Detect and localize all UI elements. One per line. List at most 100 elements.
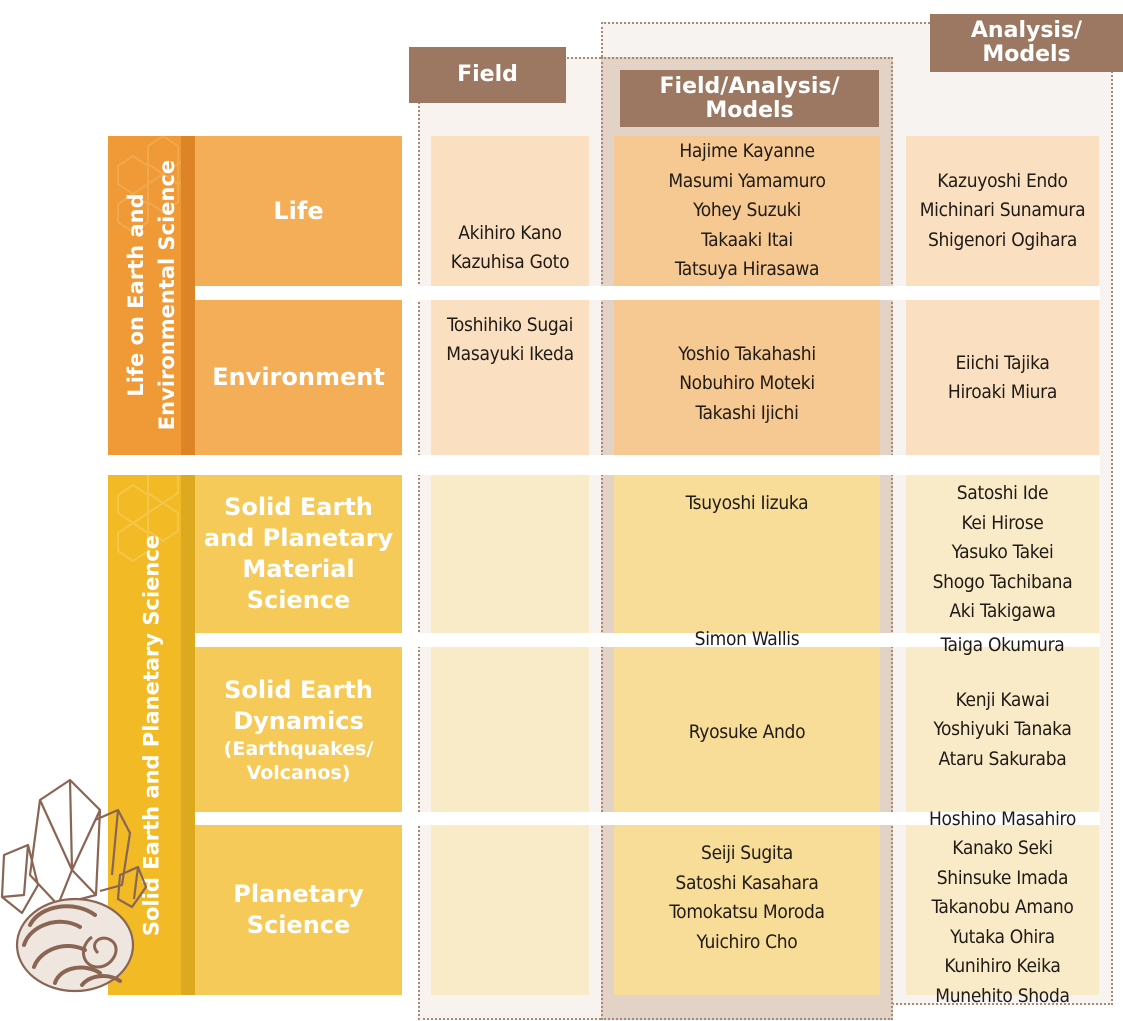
crystal-ammonite-illustration-icon — [0, 778, 148, 993]
name-kazuhisa-goto: Kazuhisa Goto — [450, 251, 570, 273]
name-ryosuke-ando: Ryosuke Ando — [688, 721, 806, 744]
header-field-analysis-models: Field/Analysis/ Models — [620, 70, 879, 127]
name-kunihiro-keika: Kunihiro Keika — [944, 955, 1061, 978]
name-shinsuke-imada: Shinsuke Imada — [936, 866, 1069, 889]
am-names-dynamics: Kenji Kawai Yoshiyuki Tanaka Ataru Sakur… — [900, 685, 1105, 775]
group-life-env-line1: Life on Earth and — [124, 193, 148, 397]
group-life-env-stripe — [181, 136, 195, 455]
row-solid-dynamics-line4: Volcanos) — [246, 761, 351, 784]
name-shogo-tachibana: Shogo Tachibana — [932, 570, 1073, 593]
name-taiga-okumura: Taiga Okumura — [940, 634, 1065, 657]
fam-cell-life — [614, 136, 880, 286]
row-solid-material-line3: Material — [242, 555, 355, 583]
fam-names-material: Tsuyoshi Iizuka — [614, 489, 880, 519]
row-planetary: Planetary Science — [195, 825, 402, 995]
name-tsuyoshi-iizuka: Tsuyoshi Iizuka — [685, 492, 809, 515]
name-satoshi-ide: Satoshi Ide — [956, 482, 1049, 505]
name-kazuyoshi-endo: Kazuyoshi Endo — [937, 169, 1068, 192]
band-material-dynamics — [195, 633, 1100, 647]
name-shigenori-ogihara: Shigenori Ogihara — [927, 228, 1078, 251]
fam-names-planetary: Seiji Sugita Satoshi Kasahara Tomokatsu … — [614, 838, 880, 958]
am-names-env: Eiichi Tajika Hiroaki Miura — [900, 348, 1105, 408]
name-masumi-yamamuro: Masumi Yamamuro — [668, 169, 826, 192]
row-planetary-line1: Planetary — [233, 880, 364, 908]
am-cell-material — [906, 475, 1099, 633]
band-dynamics-planetary — [195, 812, 1100, 825]
field-cell-material — [431, 475, 589, 633]
row-life-text: Life — [273, 196, 324, 225]
am-cell-env — [906, 300, 1099, 455]
name-kei-hirose: Kei Hirose — [961, 511, 1044, 534]
fam-cell-material — [614, 475, 880, 633]
group-life-env-label: Life on Earth and Environmental Science — [121, 136, 183, 455]
band-groups — [108, 455, 1100, 475]
row-solid-material-line4: Science — [246, 586, 351, 614]
name-simon-wallis: Simon Wallis — [694, 628, 800, 651]
name-hiroaki-miura: Hiroaki Miura — [947, 381, 1058, 403]
name-yohey-suzuki: Yohey Suzuki — [693, 199, 801, 222]
am-cell-planetary — [906, 825, 1099, 995]
row-planetary-line2: Science — [246, 911, 351, 939]
fam-names-life: Hajime Kayanne Masumi Yamamuro Yohey Suz… — [614, 137, 880, 285]
group-solid-planetary: Solid Earth and Planetary Science — [108, 475, 195, 995]
name-yuichiro-cho: Yuichiro Cho — [696, 930, 798, 953]
header-analysis-models: Analysis/ Models — [930, 14, 1123, 72]
name-toshihiko-sugai: Toshihiko Sugai — [446, 313, 574, 336]
name-yutaka-ohira: Yutaka Ohira — [950, 925, 1055, 948]
field-cell-env — [431, 300, 589, 455]
name-seiji-sugita: Seiji Sugita — [701, 842, 793, 864]
fam-cell-planetary — [614, 825, 880, 995]
name-akihiro-kano: Akihiro Kano — [458, 221, 562, 244]
fam-names-env: Yoshio Takahashi Nobuhiro Moteki Takashi… — [614, 300, 880, 468]
am-names-planetary: Hoshino Masahiro Kanako Seki Shinsuke Im… — [900, 804, 1105, 1012]
name-nobuhiro-moteki: Nobuhiro Moteki — [679, 372, 815, 395]
field-names-env: Toshihiko Sugai Masayuki Ikeda — [421, 309, 599, 371]
name-yoshiyuki-tanaka: Yoshiyuki Tanaka — [933, 718, 1072, 741]
hexagon-pattern-icon — [117, 136, 195, 234]
field-cell-planetary — [431, 825, 589, 995]
header-field: Field — [409, 47, 566, 103]
name-kenji-kawai: Kenji Kawai — [955, 688, 1050, 711]
field-cell-life — [431, 136, 589, 286]
header-fam-line2: Models — [705, 97, 794, 123]
row-environment-text: Environment — [212, 363, 385, 391]
field-cell-dynamics — [431, 647, 589, 812]
hexagon-pattern-icon — [117, 475, 179, 563]
name-michinari-sunamura: Michinari Sunamura — [919, 199, 1086, 222]
header-am-line1: Analysis/ — [970, 18, 1083, 43]
group-solid-planetary-stripe — [181, 475, 195, 995]
row-solid-dynamics-line3: (Earthquakes/ — [223, 737, 374, 760]
row-life: Life — [195, 136, 402, 286]
name-tatsuya-hirasawa: Tatsuya Hirasawa — [674, 258, 820, 281]
fam-cell-dynamics — [614, 647, 880, 812]
name-kanako-seki: Kanako Seki — [952, 837, 1053, 860]
name-eiichi-tajika: Eiichi Tajika — [955, 351, 1050, 374]
name-yasuko-takei: Yasuko Takei — [951, 541, 1054, 564]
name-aki-takigawa: Aki Takigawa — [949, 600, 1056, 623]
name-takanobu-amano: Takanobu Amano — [931, 896, 1074, 919]
name-takaaki-itai: Takaaki Itai — [701, 228, 793, 251]
row-solid-dynamics-line1: Solid Earth — [224, 675, 373, 704]
fam-names-dynamics: Ryosuke Ando — [614, 718, 880, 748]
am-cell-dynamics — [906, 647, 1099, 812]
header-am-line2: Models — [982, 42, 1071, 67]
group-life-env-line2: Environmental Science — [155, 159, 179, 431]
name-ataru-sakuraba: Ataru Sakuraba — [938, 747, 1067, 770]
field-names-life: Akihiro Kano Kazuhisa Goto — [421, 217, 599, 279]
row-solid-material-line2: and Planetary — [203, 524, 394, 552]
name-satoshi-kasahara: Satoshi Kasahara — [675, 871, 819, 894]
name-munehito-shoda: Munehito Shoda — [935, 984, 1070, 1007]
name-hoshino-masahiro: Hoshino Masahiro — [929, 807, 1076, 830]
name-yoshio-takahashi: Yoshio Takahashi — [678, 342, 816, 365]
am-name-border: Taiga Okumura — [900, 631, 1105, 661]
row-solid-material-line1: Solid Earth — [224, 493, 373, 521]
name-masayuki-ikeda: Masayuki Ikeda — [446, 343, 574, 365]
row-environment: Environment — [195, 300, 402, 455]
name-tomokatsu-moroda: Tomokatsu Moroda — [669, 901, 825, 923]
am-cell-life — [906, 136, 1099, 286]
row-solid-material: Solid Earth and Planetary Material Scien… — [195, 475, 402, 633]
am-names-life: Kazuyoshi Endo Michinari Sunamura Shigen… — [900, 166, 1105, 256]
row-solid-dynamics: Solid Earth Dynamics (Earthquakes/ Volca… — [195, 647, 402, 812]
name-takashi-ijichi: Takashi Ijichi — [695, 401, 799, 424]
row-solid-dynamics-line2: Dynamics — [233, 706, 364, 735]
